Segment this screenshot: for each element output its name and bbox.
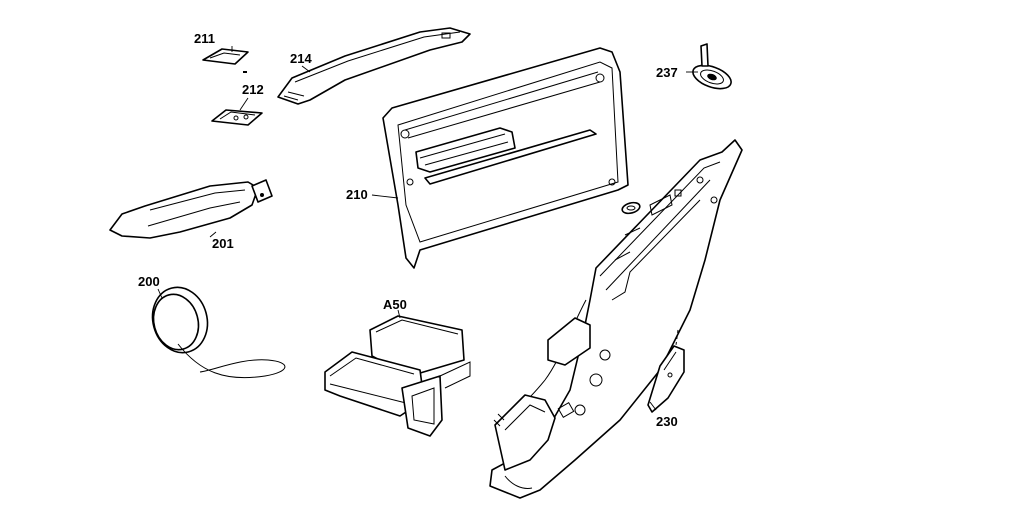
part-lower-door-panel bbox=[489, 139, 743, 499]
part-211-clip bbox=[202, 46, 249, 73]
part-washer bbox=[621, 201, 641, 215]
part-210-trim-panel bbox=[371, 47, 629, 269]
part-A50-pocket-assembly bbox=[324, 309, 471, 437]
part-212-bracket bbox=[211, 97, 263, 126]
label-200: 200 bbox=[138, 274, 160, 289]
label-210: 210 bbox=[346, 187, 368, 202]
label-211: 211 bbox=[194, 31, 215, 46]
label-230: 230 bbox=[656, 414, 678, 429]
part-214-armrest bbox=[277, 27, 471, 105]
part-230-latch bbox=[647, 329, 685, 413]
label-214: 214 bbox=[290, 51, 312, 66]
part-237-grommet bbox=[686, 43, 732, 90]
label-212: 212 bbox=[242, 82, 264, 97]
label-201: 201 bbox=[212, 236, 234, 251]
part-201-handle bbox=[109, 179, 273, 239]
part-200-speaker-ring bbox=[151, 286, 286, 379]
label-A50: A50 bbox=[383, 297, 407, 312]
label-237: 237 bbox=[656, 65, 678, 80]
